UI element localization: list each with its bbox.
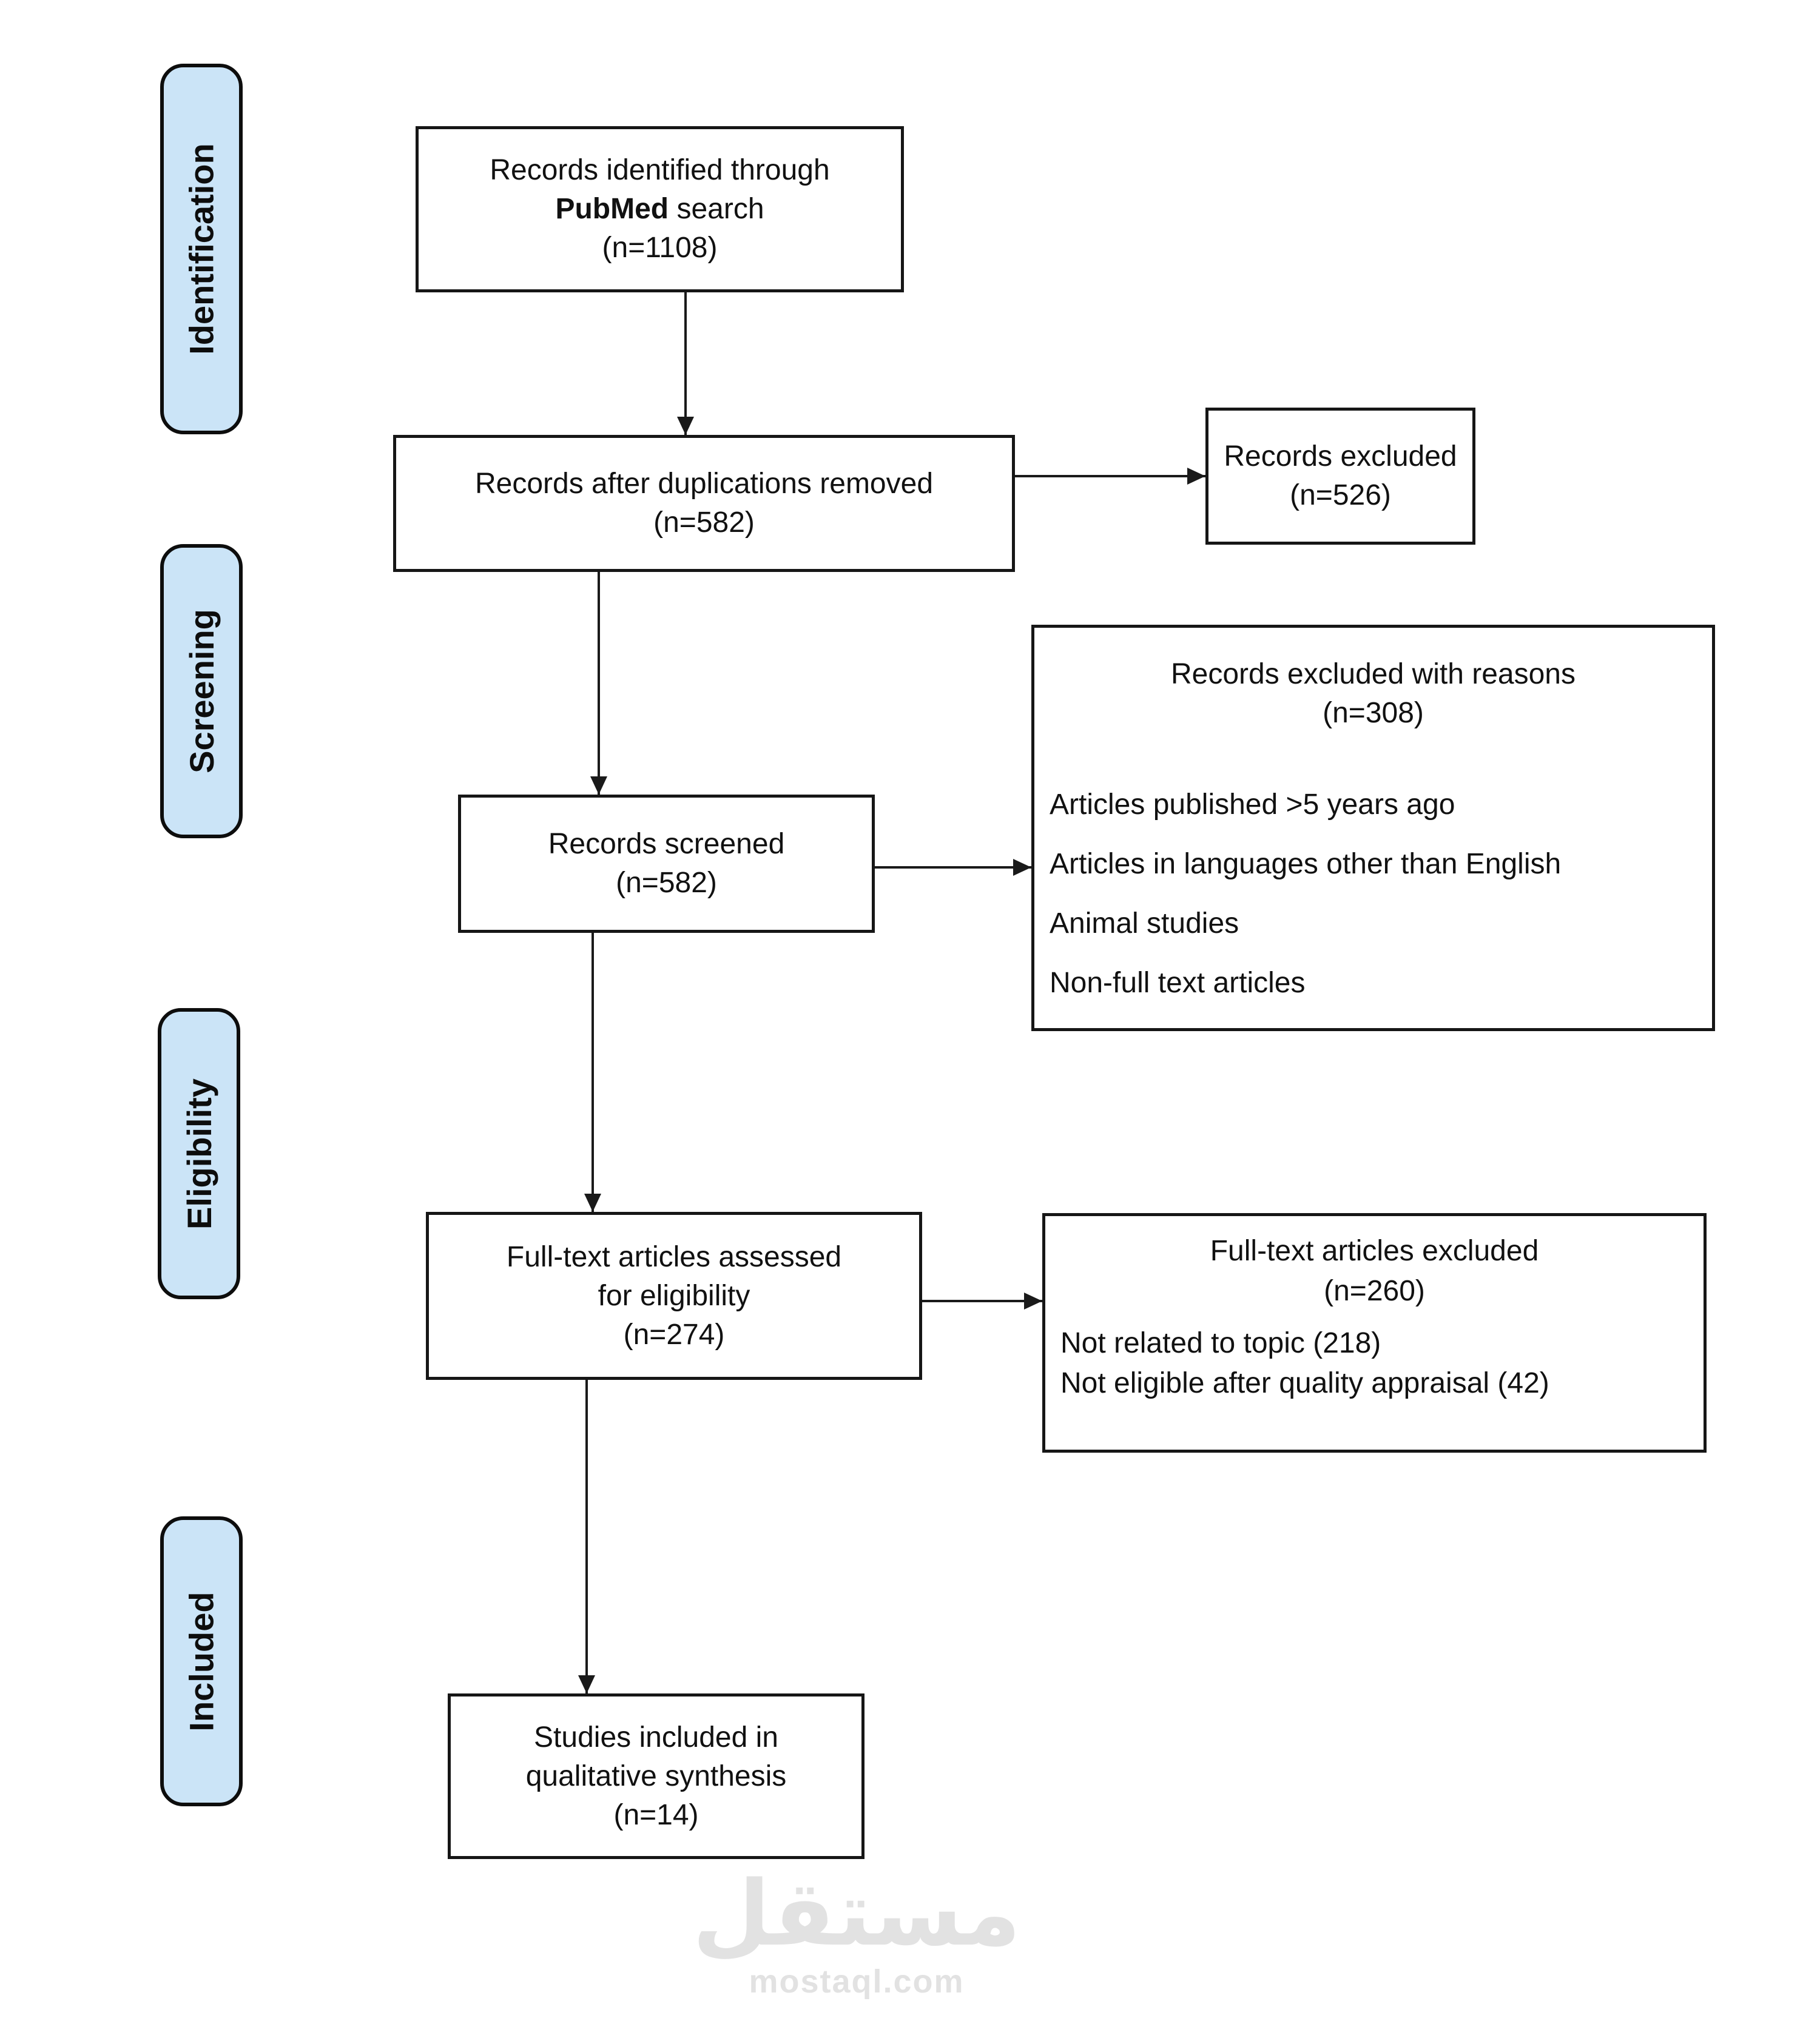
watermark: مستقل mostaql.com: [692, 1864, 1021, 2000]
box-count: (n=260): [1324, 1275, 1425, 1307]
box-text-line: PubMed search: [555, 190, 764, 229]
box-text-line: qualitative synthesis: [525, 1760, 787, 1792]
box-fulltext-assessed: Full-text articles assessed for eligibil…: [426, 1212, 922, 1380]
stage-tab-screening: Screening: [160, 544, 243, 838]
arrow-assessed-to-fulltext-excluded: [922, 1300, 1042, 1302]
box-records-identified: Records identified through PubMed search…: [416, 126, 904, 292]
exclusion-reason: Articles published >5 years ago: [1050, 789, 1455, 821]
stage-tab-label: Screening: [182, 609, 221, 773]
arrow-deduplicated-to-excluded: [1015, 475, 1205, 477]
arrow-assessed-to-included: [585, 1380, 588, 1693]
stage-tab-label: Identification: [182, 143, 221, 355]
stage-tab-included: Included: [160, 1516, 243, 1806]
exclusion-reason: Not eligible after quality appraisal (42…: [1060, 1367, 1549, 1399]
box-count: (n=526): [1290, 479, 1391, 511]
arrow-identified-to-deduplicated: [684, 292, 687, 435]
box-count: (n=14): [613, 1798, 699, 1831]
stage-tab-eligibility: Eligibility: [158, 1008, 240, 1299]
box-records-excluded: Records excluded (n=526): [1205, 408, 1475, 545]
arrow-deduplicated-to-screened: [598, 572, 600, 795]
box-text-line: Records after duplications removed: [474, 468, 934, 500]
exclusion-reason: Not related to topic (218): [1060, 1327, 1381, 1359]
exclusion-reason: Animal studies: [1050, 907, 1239, 940]
box-text-line: Records excluded: [1224, 440, 1457, 472]
watermark-domain: mostaql.com: [749, 1963, 965, 2000]
box-fulltext-excluded: Full-text articles excluded (n=260) Not …: [1042, 1213, 1707, 1453]
stage-tab-identification: Identification: [160, 64, 243, 434]
pubmed-bold-text: PubMed: [555, 193, 669, 225]
box-records-screened: Records screened (n=582): [458, 795, 875, 933]
box-text-line: search: [669, 193, 764, 225]
box-count: (n=274): [623, 1318, 725, 1351]
arrow-screened-to-assessed: [592, 933, 594, 1212]
box-text-line: Records identified through: [490, 154, 830, 186]
stage-tab-label: Included: [182, 1591, 221, 1732]
box-text-line: Records excluded with reasons: [1170, 658, 1576, 690]
exclusion-reason-list: Not related to topic (218) Not eligible …: [1045, 1323, 1704, 1404]
box-text-line: Full-text articles assessed: [506, 1240, 842, 1273]
box-records-excluded-reasons: Records excluded with reasons (n=308) Ar…: [1031, 625, 1715, 1031]
box-studies-included: Studies included in qualitative synthesi…: [448, 1693, 864, 1859]
exclusion-reason: Articles in languages other than English: [1050, 848, 1562, 880]
exclusion-reason: Non-full text articles: [1050, 967, 1306, 999]
arrow-screened-to-reasons: [875, 866, 1031, 869]
box-records-deduplicated: Records after duplications removed (n=58…: [393, 435, 1015, 572]
box-text-line: for eligibility: [598, 1279, 750, 1312]
box-text-line: Records screened: [548, 828, 785, 860]
watermark-arabic-logo: مستقل: [692, 1864, 1021, 1964]
stage-tab-label: Eligibility: [180, 1078, 218, 1229]
box-text-line: Studies included in: [534, 1721, 778, 1754]
box-count: (n=1108): [602, 232, 718, 264]
box-count: (n=582): [653, 506, 755, 539]
box-count: (n=308): [1323, 697, 1424, 729]
box-text-line: Full-text articles excluded: [1210, 1235, 1539, 1267]
box-count: (n=582): [616, 867, 717, 899]
exclusion-reason-list: Articles published >5 years ago Articles…: [1034, 790, 1712, 998]
